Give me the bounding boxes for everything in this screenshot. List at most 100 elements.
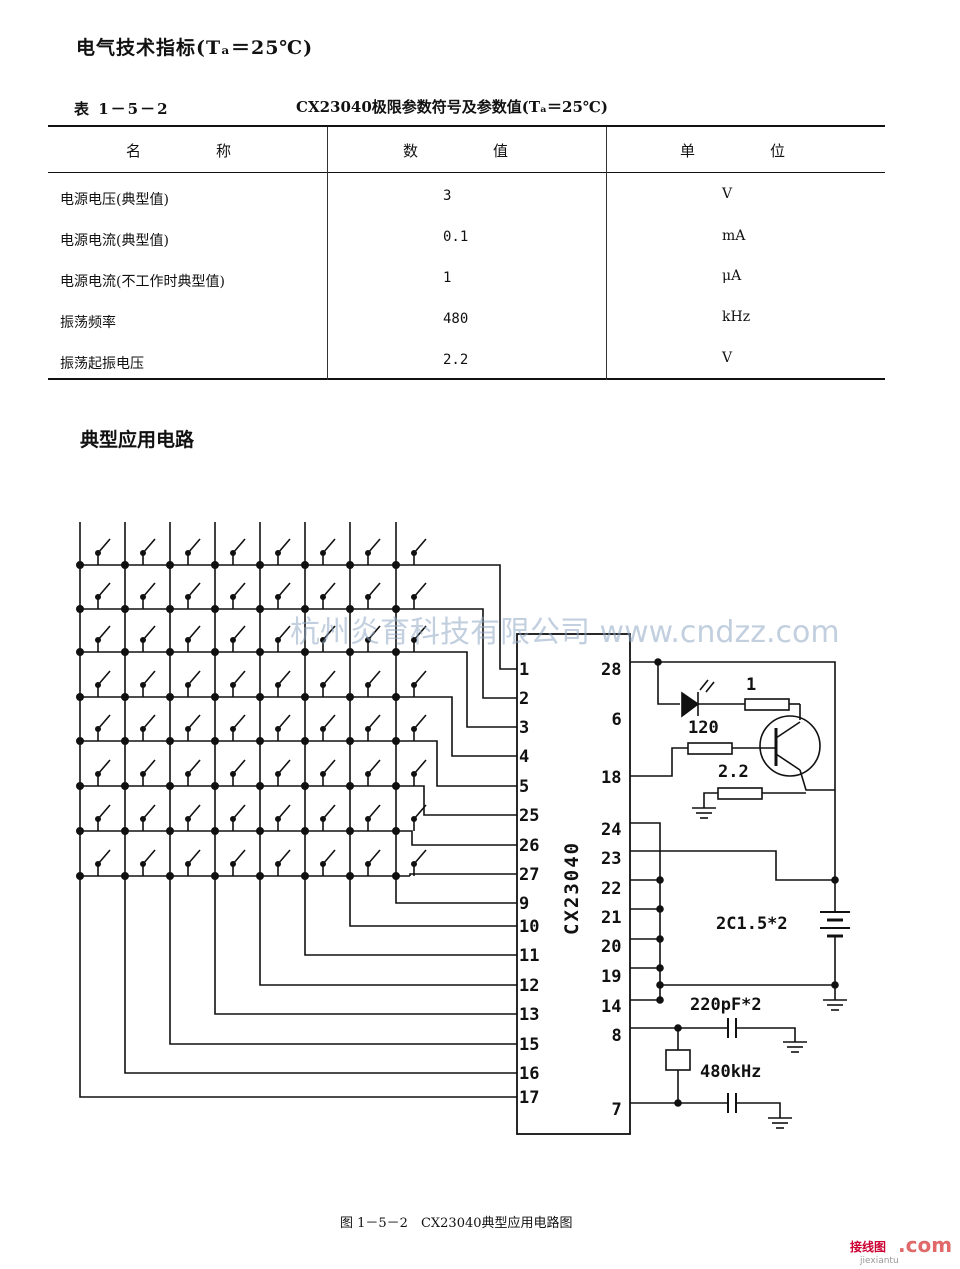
key-switch bbox=[345, 804, 381, 835]
key-switch bbox=[300, 670, 336, 701]
pin-label: 20 bbox=[601, 937, 621, 957]
key-switch bbox=[345, 670, 381, 701]
key-switch bbox=[255, 670, 291, 701]
pin-label: 8 bbox=[612, 1026, 622, 1046]
pin-label: 15 bbox=[519, 1035, 539, 1055]
chip-wiring bbox=[79, 564, 517, 1098]
key-switch bbox=[345, 714, 381, 745]
key-switch bbox=[345, 625, 381, 656]
pin-label: 14 bbox=[601, 997, 621, 1017]
resistor-1 bbox=[744, 698, 790, 711]
key-switch bbox=[166, 759, 201, 790]
pin-label: 12 bbox=[519, 976, 539, 996]
table-cell-name: 电源电流(不工作时典型值) bbox=[60, 274, 225, 290]
pin-label: 18 bbox=[601, 768, 621, 788]
key-switch bbox=[300, 804, 336, 835]
pin-label: 16 bbox=[519, 1064, 539, 1084]
label-crystal: 480kHz bbox=[700, 1062, 761, 1082]
key-switch bbox=[391, 670, 427, 701]
watermark: 杭州炎育科技有限公司 www.cndzz.com bbox=[290, 615, 840, 650]
key-matrix bbox=[76, 522, 427, 880]
transistor-icon bbox=[759, 715, 821, 777]
key-switch bbox=[121, 538, 156, 569]
key-switch bbox=[255, 582, 291, 613]
key-switch bbox=[391, 582, 427, 613]
pin-label: 25 bbox=[519, 806, 539, 826]
resistor-120 bbox=[687, 742, 733, 755]
key-switch bbox=[211, 804, 246, 835]
key-switch bbox=[300, 714, 336, 745]
key-switch bbox=[166, 849, 201, 880]
table-cell-name: 振荡频率 bbox=[60, 315, 116, 331]
key-switch bbox=[121, 714, 156, 745]
footer-watermark-domain: .com bbox=[898, 1233, 953, 1257]
key-switch bbox=[300, 625, 336, 656]
circuit-heading: 典型应用电路 bbox=[80, 429, 195, 451]
key-switch bbox=[391, 759, 427, 790]
label-resistor-1: 1 bbox=[746, 675, 756, 695]
key-switch bbox=[166, 804, 201, 835]
table-cell-name: 电源电压(典型值) bbox=[60, 192, 169, 208]
key-switch bbox=[211, 670, 246, 701]
chip-body bbox=[516, 633, 631, 1135]
table-title: CX23040极限参数符号及参数值(Tₐ＝25℃) bbox=[296, 98, 608, 116]
key-switch bbox=[211, 538, 246, 569]
pin-label: 3 bbox=[519, 718, 529, 738]
pin-label: 21 bbox=[601, 908, 621, 928]
key-switch bbox=[121, 759, 156, 790]
table-label: 表 1－5－2 bbox=[74, 100, 170, 118]
table-cell-name: 振荡起振电压 bbox=[60, 356, 144, 372]
key-switch bbox=[300, 582, 336, 613]
table-cell-value: 3 bbox=[443, 188, 452, 204]
pin-label: 23 bbox=[601, 849, 621, 869]
table-cell-unit: kHz bbox=[722, 309, 751, 325]
key-switch bbox=[255, 849, 291, 880]
indicator-circuit bbox=[630, 658, 850, 1129]
key-switch bbox=[345, 759, 381, 790]
key-switch bbox=[391, 804, 427, 835]
pin-label: 2 bbox=[519, 689, 529, 709]
key-switch bbox=[255, 538, 291, 569]
table-cell-name: 电源电流(典型值) bbox=[60, 233, 169, 249]
key-switch bbox=[300, 759, 336, 790]
key-switch bbox=[76, 625, 111, 656]
key-switch bbox=[166, 582, 201, 613]
table-header-rule bbox=[48, 172, 885, 173]
table-cell-unit: V bbox=[722, 350, 733, 366]
key-switch bbox=[345, 849, 381, 880]
table-cell-unit: μA bbox=[722, 268, 742, 284]
table-cell-value: 2.2 bbox=[443, 352, 469, 368]
footer-watermark-url: jiexiantu bbox=[860, 1256, 899, 1266]
table-header-unit: 单 位 bbox=[680, 142, 786, 160]
pin-label: 4 bbox=[519, 747, 529, 767]
key-switch bbox=[76, 670, 111, 701]
key-switch bbox=[166, 625, 201, 656]
key-switch bbox=[121, 670, 156, 701]
pin-label: 5 bbox=[519, 777, 529, 797]
key-switch bbox=[76, 714, 111, 745]
table-col-divider bbox=[327, 127, 328, 380]
pin-label: 26 bbox=[519, 836, 539, 856]
label-battery: 2C1.5*2 bbox=[716, 914, 788, 934]
table-bottom-rule bbox=[48, 378, 885, 380]
key-switch bbox=[76, 759, 111, 790]
key-switch bbox=[211, 582, 246, 613]
label-resistor-2.2: 2.2 bbox=[718, 762, 749, 782]
key-switch bbox=[211, 849, 246, 880]
label-resistor-120: 120 bbox=[688, 718, 719, 738]
key-switch bbox=[211, 714, 246, 745]
pin-label: 27 bbox=[519, 865, 539, 885]
pin-label: 17 bbox=[519, 1088, 539, 1108]
table-header-name: 名 称 bbox=[126, 142, 232, 160]
pin-label: 11 bbox=[519, 946, 539, 966]
pin-label: 13 bbox=[519, 1005, 539, 1025]
key-switch bbox=[391, 714, 427, 745]
key-switch bbox=[300, 538, 336, 569]
pin-label: 10 bbox=[519, 917, 539, 937]
table-col-divider bbox=[606, 127, 607, 380]
pin-label: 6 bbox=[612, 710, 622, 730]
led-icon bbox=[681, 691, 700, 718]
